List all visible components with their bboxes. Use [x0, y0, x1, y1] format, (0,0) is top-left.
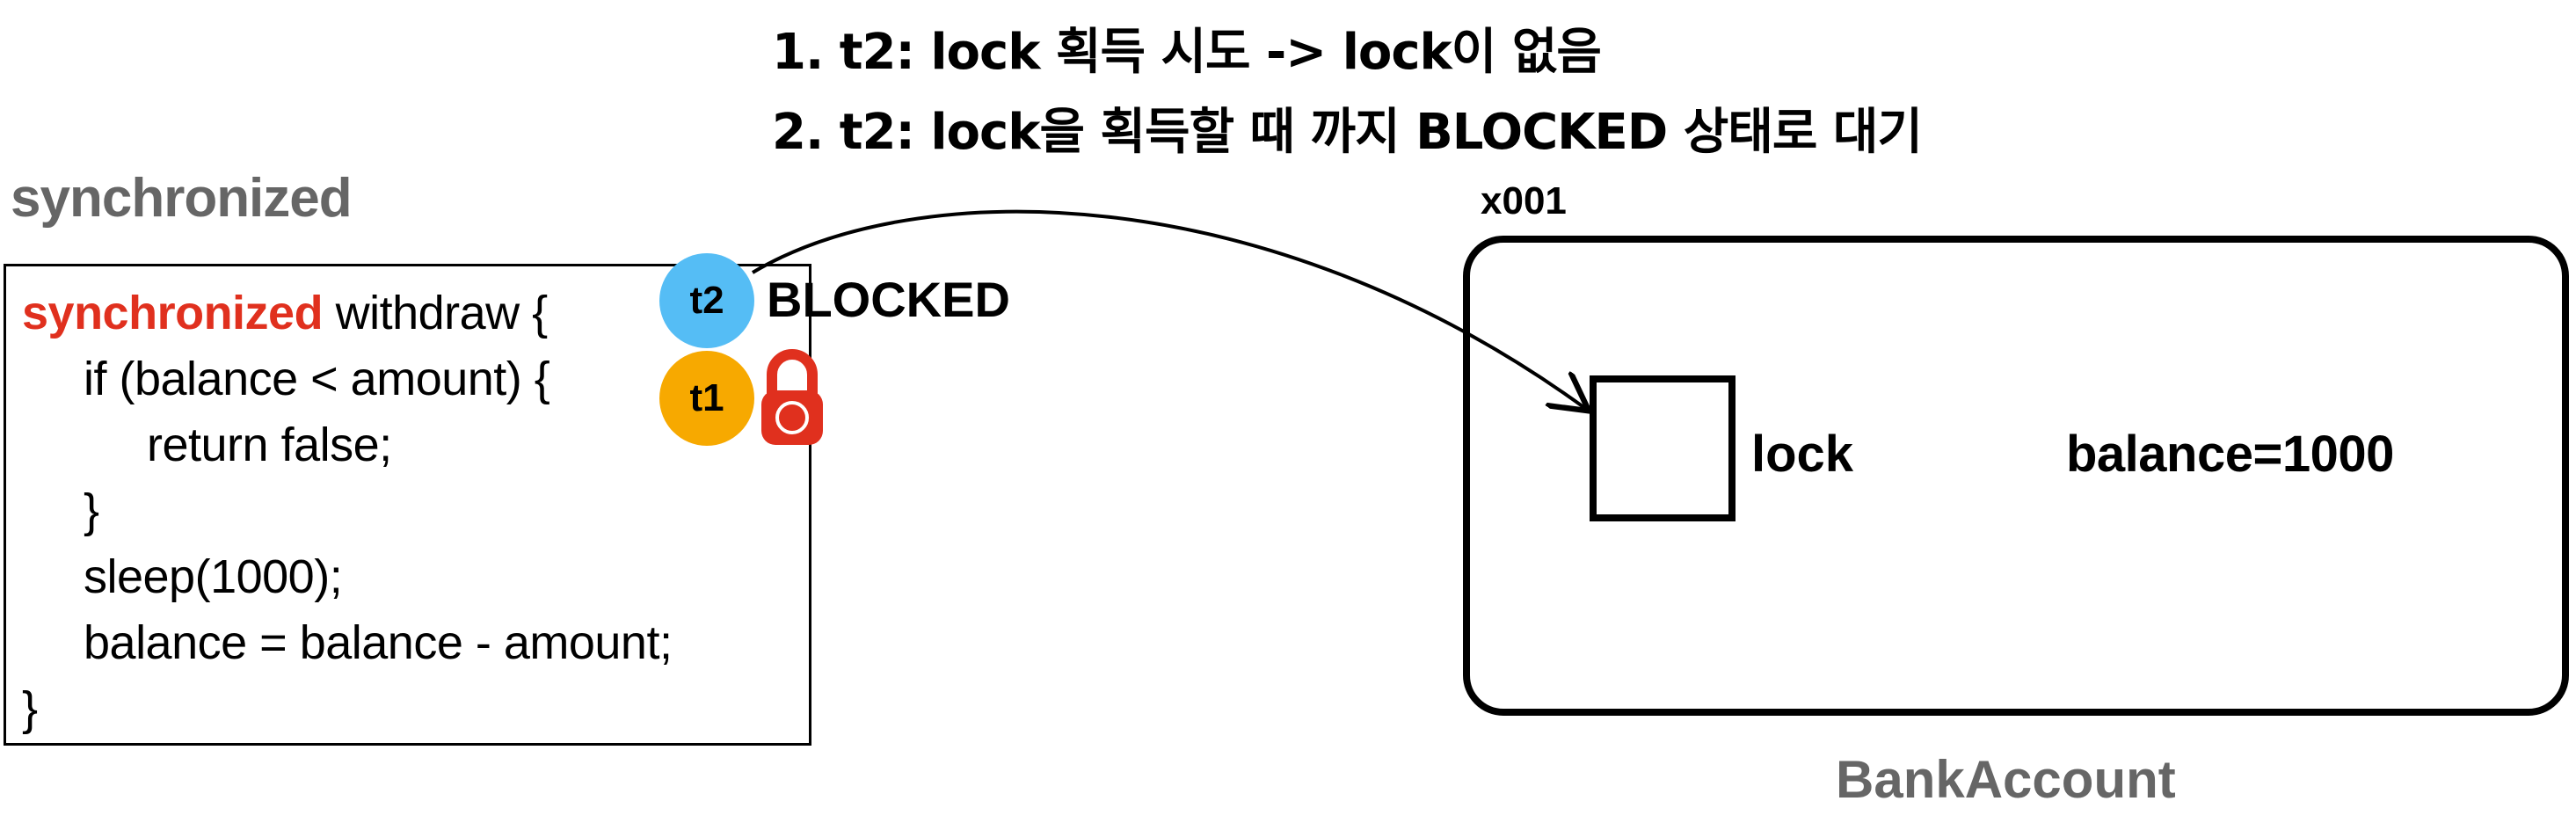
thread-t2-state-label: BLOCKED: [767, 272, 1010, 327]
code-method-signature: withdraw {: [323, 287, 549, 339]
object-class-label: BankAccount: [1836, 750, 2176, 809]
thread-t2-label: t2: [689, 279, 724, 322]
thread-t1-label: t1: [689, 376, 724, 419]
balance-label: balance=1000: [2066, 426, 2394, 483]
bank-account-object-box: [1463, 236, 2569, 716]
lock-square: [1590, 375, 1736, 521]
section-title: synchronized: [11, 168, 353, 229]
lock-label: lock: [1751, 426, 1854, 483]
code-line-2: if (balance < amount) {: [84, 353, 550, 405]
code-line-4: }: [84, 484, 99, 537]
padlock-icon: [761, 349, 823, 445]
object-address-label: x001: [1481, 179, 1567, 222]
code-line-7: }: [22, 682, 38, 735]
code-block: synchronized withdraw { if (balance < am…: [4, 264, 811, 746]
code-line-1: synchronized withdraw {: [22, 286, 548, 340]
thread-t2-circle: t2: [659, 253, 754, 348]
step-1-text: 1. t2: lock 획득 시도 -> lock이 없음: [772, 24, 1602, 81]
code-keyword-synchronized: synchronized: [22, 287, 324, 339]
code-line-6: balance = balance - amount;: [84, 616, 673, 669]
code-line-3: return false;: [147, 419, 392, 471]
thread-t1-circle: t1: [659, 351, 754, 446]
step-2-text: 2. t2: lock을 획득할 때 까지 BLOCKED 상태로 대기: [772, 104, 1923, 161]
code-line-5: sleep(1000);: [84, 550, 343, 603]
